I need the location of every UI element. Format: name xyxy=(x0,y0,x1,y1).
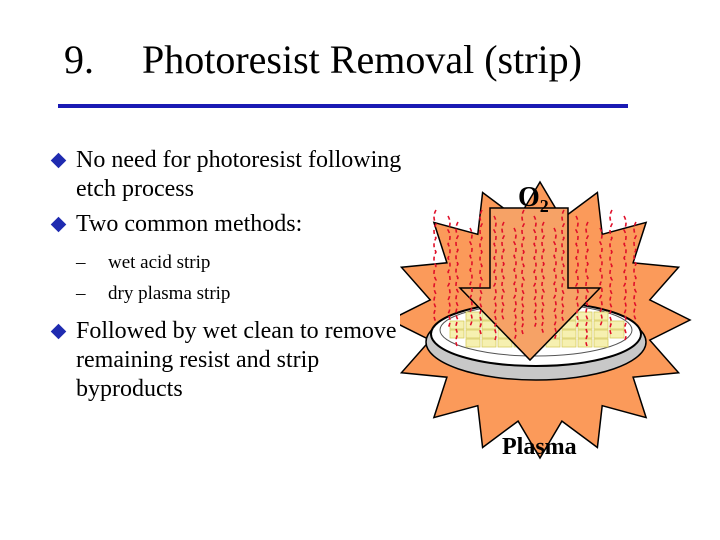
plasma-strip-diagram xyxy=(400,180,692,460)
wafer-die xyxy=(593,329,609,339)
plasma-streak xyxy=(609,209,613,337)
plasma-streak xyxy=(575,215,579,329)
wafer-die xyxy=(465,329,481,339)
plasma-streak xyxy=(533,215,537,329)
plasma-streak xyxy=(433,209,437,323)
dash-bullet: – xyxy=(76,252,86,273)
plasma-streak xyxy=(479,209,483,337)
wafer-die xyxy=(577,311,593,321)
bullet-item: Followed by wet clean to remove remainin… xyxy=(48,317,428,404)
wafer-die xyxy=(609,320,625,330)
sub-bullet-text: wet acid strip xyxy=(108,252,211,273)
bullet-text: Followed by wet clean to remove remainin… xyxy=(76,318,397,402)
diamond-bullet-icon xyxy=(50,152,67,169)
wafer-die xyxy=(465,320,481,330)
wafer-die xyxy=(497,338,513,348)
slide-number: 9. xyxy=(64,37,94,82)
wafer-die xyxy=(577,329,593,339)
bullet-text: No need for photoresist following etch p… xyxy=(76,147,402,202)
slide-title: 9. Photoresist Removal (strip) xyxy=(64,34,684,86)
sub-bullet-text: dry plasma strip xyxy=(108,283,231,304)
bullet-item: No need for photoresist following etch p… xyxy=(48,146,428,204)
diamond-bullet-icon xyxy=(50,216,67,233)
wafer-die xyxy=(481,329,497,339)
wafer-die xyxy=(449,320,465,330)
title-underline xyxy=(58,104,628,108)
plasma-streak xyxy=(493,215,497,343)
wafer-die xyxy=(561,338,577,348)
plasma-streak xyxy=(561,209,565,323)
plasma-streak xyxy=(599,227,603,327)
plasma-streak xyxy=(469,227,473,327)
plasma-streak xyxy=(447,215,451,329)
wafer-die xyxy=(577,338,593,348)
bullet-list: No need for photoresist following etch p… xyxy=(48,146,428,404)
plasma-streak xyxy=(623,215,627,343)
bullet-text: Two common methods: xyxy=(76,211,303,237)
plasma-streak xyxy=(553,227,557,341)
sub-bullet-item: – dry plasma strip xyxy=(48,278,428,309)
wafer-die xyxy=(465,338,481,348)
diamond-bullet-icon xyxy=(50,323,67,340)
wafer-die xyxy=(609,329,625,339)
dash-bullet: – xyxy=(76,283,86,304)
plasma-streak xyxy=(633,221,637,321)
plasma-streak xyxy=(513,227,517,341)
plasma-streak xyxy=(455,221,459,349)
plasma-streak xyxy=(501,221,505,321)
wafer-die xyxy=(561,329,577,339)
oxygen-label: O2 xyxy=(518,182,549,216)
wafer-die xyxy=(465,311,481,321)
wafer-die xyxy=(577,320,593,330)
plasma-streak xyxy=(585,221,589,349)
plasma-streak xyxy=(521,209,525,337)
sub-bullet-item: – wet acid strip xyxy=(48,247,428,278)
plasma-streak xyxy=(541,221,545,335)
wafer-die xyxy=(593,338,609,348)
wafer-die xyxy=(481,338,497,348)
plasma-label: Plasma xyxy=(502,434,577,460)
oxygen-streaks xyxy=(433,209,637,349)
oxygen-subscript: 2 xyxy=(539,196,549,216)
slide-title-text: Photoresist Removal (strip) xyxy=(142,37,582,82)
bullet-item: Two common methods: xyxy=(48,210,428,239)
